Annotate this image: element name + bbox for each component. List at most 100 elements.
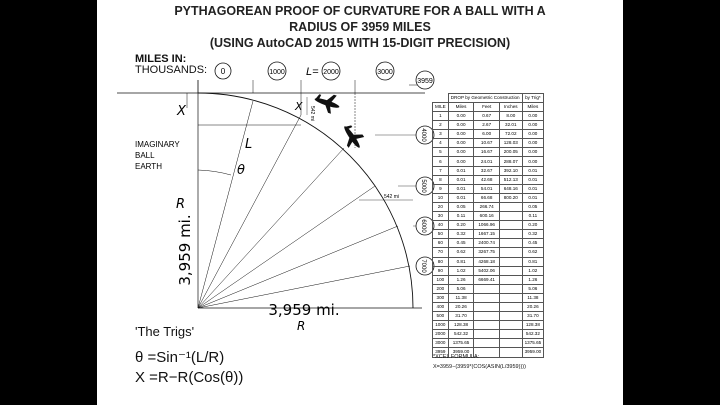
table-cell: 512.13: [498, 174, 523, 185]
radial-line: [197, 147, 345, 309]
table-cell: 0.05: [447, 201, 475, 213]
radial-line: [197, 185, 376, 309]
table-cell: [473, 329, 500, 340]
table-cell: 0.62: [521, 247, 545, 258]
table-cell: [498, 301, 523, 313]
table-cell: 0.00: [447, 120, 475, 131]
table-cell: 32.67: [473, 165, 500, 176]
trig-header: by Trig*: [521, 93, 545, 103]
table-cell: 542.32: [447, 329, 475, 340]
table-cell: [473, 338, 500, 349]
table-cell: 0.01: [447, 174, 475, 185]
table-cell: 0.01: [447, 192, 475, 203]
column-header: Miles: [447, 102, 475, 112]
title-line-2: RADIUS OF 3959 MILES: [289, 20, 431, 34]
table-cell: 32.01: [498, 120, 523, 131]
table-cell: 10: [432, 192, 449, 203]
table-cell: [498, 329, 523, 340]
table-cell: 20.26: [521, 301, 545, 313]
svg-text:7000: 7000: [420, 259, 426, 273]
table-cell: 3000: [432, 338, 449, 349]
radius-horizontal-label: 3,959 mi.: [268, 301, 339, 319]
table-cell: 1066.96: [473, 220, 500, 231]
table-cell: 1.26: [521, 274, 545, 285]
table-cell: 0.05: [521, 201, 545, 213]
svg-text:3959: 3959: [417, 78, 433, 85]
svg-text:5000: 5000: [420, 179, 426, 193]
table-cell: 3959.00: [521, 347, 545, 358]
table-cell: 5402.06: [473, 265, 500, 276]
table-cell: [473, 283, 500, 294]
table-cell: [498, 238, 523, 249]
miles-in-label: MILES IN:: [135, 53, 187, 65]
table-cell: 0.00: [521, 129, 545, 140]
radial-line: [197, 114, 302, 309]
x-drop-label: X: [176, 104, 187, 119]
table-group-header-row: DROP by Geometric Construction by Trig*: [433, 93, 545, 103]
table-cell: 6.00: [473, 129, 500, 140]
table-cell: [498, 211, 523, 222]
trigs-title: 'The Trigs': [135, 324, 195, 339]
x-drop-label: X: [294, 100, 303, 113]
table-cell: 400: [432, 301, 449, 313]
table-cell: [498, 292, 523, 303]
table-cell: 11.38: [521, 292, 545, 303]
table-cell: 50: [432, 229, 449, 240]
formula-label: *XCEL FORMULA:: [433, 354, 480, 360]
table-cell: 1375.65: [521, 338, 545, 349]
table-cell: 31.70: [447, 311, 475, 322]
radial-line: [197, 265, 411, 309]
earth-label: EARTH: [135, 162, 162, 171]
dim-542-side: 542 mi: [384, 194, 399, 200]
table-cell: 0.81: [521, 256, 545, 267]
svg-text:4000: 4000: [420, 128, 426, 142]
table-cell: 600.16: [473, 211, 500, 222]
table-cell: [473, 320, 500, 331]
theta-label: θ: [237, 163, 245, 178]
table-cell: 6669.41: [473, 274, 500, 285]
theta-arc: [197, 169, 232, 176]
table-cell: [498, 247, 523, 258]
table-cell: 2000: [432, 329, 449, 340]
table-cell: 300: [432, 292, 449, 303]
trig-equation-theta: θ =Sin⁻¹(L/R): [135, 349, 225, 366]
table-column-header-row: MILE Miles Feet Inches Miles: [432, 102, 545, 112]
table-cell: [473, 347, 500, 358]
dim-542-top: 542 mi: [309, 106, 315, 121]
table-cell: 0.45: [521, 238, 545, 249]
table-cell: 2.67: [473, 120, 500, 131]
table-cell: 200: [432, 283, 449, 294]
table-cell: 30: [432, 211, 449, 222]
airplane-icon: [344, 125, 365, 148]
table-cell: 1.02: [447, 265, 475, 276]
table-cell: 42.68: [473, 174, 500, 185]
marker-3000: 3000: [375, 61, 395, 81]
table-cell: 0.45: [447, 238, 475, 249]
table-cell: 100: [432, 274, 449, 285]
ball-earth-arc: [197, 92, 414, 309]
table-cell: 4268.18: [473, 256, 500, 267]
table-cell: 54.01: [473, 183, 500, 194]
table-cell: [498, 256, 523, 267]
table-cell: 0.01: [447, 183, 475, 194]
imaginary-label: IMAGINARY: [135, 140, 180, 149]
marker-1000: 1000: [267, 61, 287, 81]
table-cell: 266.74: [473, 201, 500, 213]
table-cell: 20.26: [447, 301, 475, 313]
table-cell: 70: [432, 247, 449, 258]
table-cell: 5: [432, 147, 449, 158]
marker-7000: 7000: [415, 256, 435, 276]
table-cell: [498, 220, 523, 231]
